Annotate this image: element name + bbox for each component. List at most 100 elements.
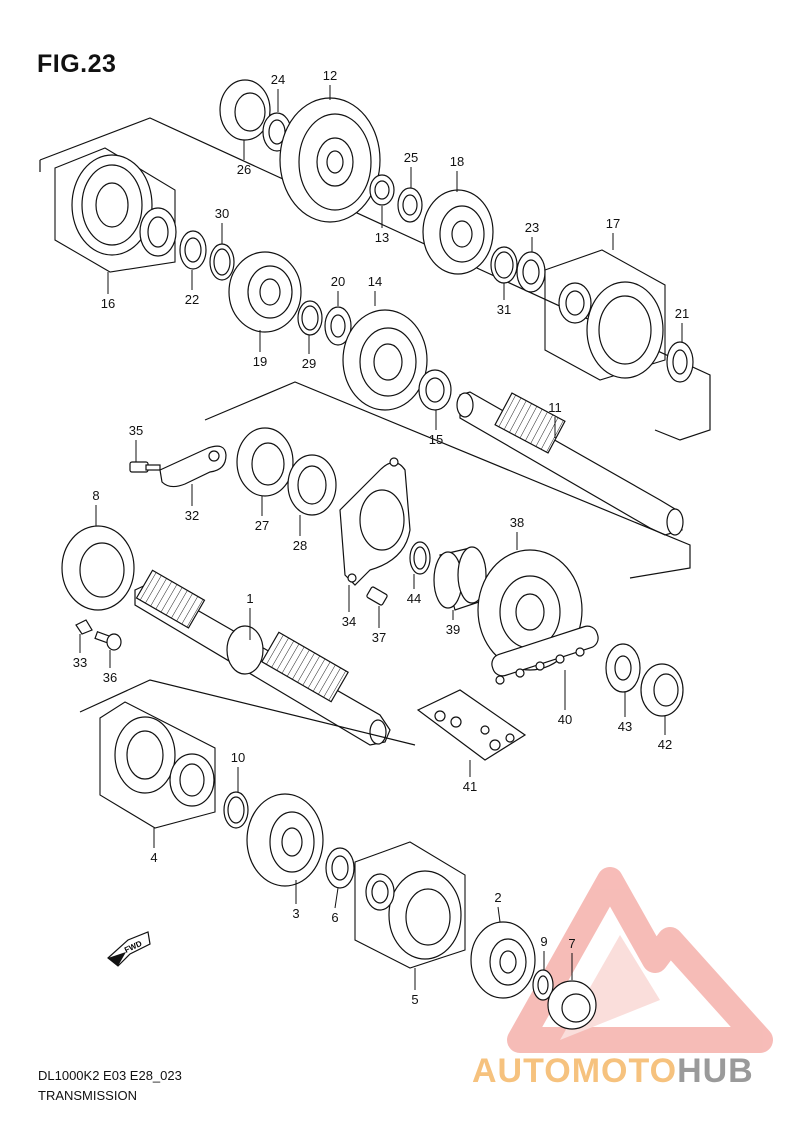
callout-31: 31 <box>497 302 511 317</box>
callout-39: 39 <box>446 622 460 637</box>
oring-44 <box>409 541 431 575</box>
washer-33 <box>75 619 93 635</box>
callout-33: 33 <box>73 655 87 670</box>
gear-4 <box>114 716 215 807</box>
bolt-35 <box>129 461 161 473</box>
callout-10: 10 <box>231 750 245 765</box>
callout-19: 19 <box>253 354 267 369</box>
watermark-text-part2: HUB <box>677 1052 754 1090</box>
callout-4: 4 <box>150 850 157 865</box>
callout-37: 37 <box>372 630 386 645</box>
callout-30: 30 <box>215 206 229 221</box>
gear-16 <box>71 154 177 257</box>
callout-40: 40 <box>558 712 572 727</box>
callout-38: 38 <box>510 515 524 530</box>
leader-line-2 <box>497 906 501 923</box>
figure-title: FIG.23 <box>37 50 117 78</box>
circlip-29 <box>297 300 352 346</box>
subgroup-4 <box>99 701 216 829</box>
subgroup-5 <box>354 841 466 969</box>
group-outline-middle <box>204 381 691 579</box>
driveshaft-1 <box>134 569 391 746</box>
circlip-10 <box>223 791 249 829</box>
washer-43 <box>605 643 641 693</box>
section-name: TRANSMISSION <box>38 1088 137 1103</box>
leader-line-6 <box>334 887 339 909</box>
callout-numbers: 1234567891011121314151617181920212223242… <box>73 68 689 1007</box>
gear-2 <box>470 921 536 999</box>
spacer-39 <box>433 546 487 611</box>
callout-16: 16 <box>101 296 115 311</box>
plate-32 <box>159 445 227 488</box>
gear-5 <box>365 870 462 960</box>
bracket-34 <box>339 457 411 586</box>
callout-23: 23 <box>525 220 539 235</box>
washer-9 <box>532 969 554 1001</box>
bush-15 <box>418 369 452 411</box>
chain-40 <box>491 625 599 685</box>
gear-17 <box>558 281 664 379</box>
chain-joint-41 <box>416 689 527 761</box>
callout-3: 3 <box>292 906 299 921</box>
callout-29: 29 <box>302 356 316 371</box>
callout-20: 20 <box>331 274 345 289</box>
bearing-26 <box>219 79 292 152</box>
callout-35: 35 <box>129 423 143 438</box>
nut-42 <box>640 663 684 717</box>
washer-21 <box>666 341 694 383</box>
screw-36 <box>94 631 122 651</box>
bearing-27 <box>236 427 337 516</box>
callout-7: 7 <box>568 936 575 951</box>
circlip-31 <box>490 246 546 293</box>
callout-41: 41 <box>463 779 477 794</box>
callout-25: 25 <box>404 150 418 165</box>
callout-1: 1 <box>246 591 253 606</box>
callout-11: 11 <box>548 400 562 415</box>
callout-6: 6 <box>331 910 338 925</box>
callout-24: 24 <box>271 72 285 87</box>
bolt-37 <box>366 586 388 606</box>
washer-6 <box>325 847 355 889</box>
callout-42: 42 <box>658 737 672 752</box>
model-code: DL1000K2 E03 E28_023 <box>38 1068 182 1083</box>
callout-21: 21 <box>675 306 689 321</box>
callout-43: 43 <box>618 719 632 734</box>
callout-44: 44 <box>407 591 421 606</box>
group-outline-lower <box>79 679 416 746</box>
callout-14: 14 <box>368 274 382 289</box>
callout-17: 17 <box>606 216 620 231</box>
callout-28: 28 <box>293 538 307 553</box>
gear-18 <box>422 189 494 275</box>
callout-26: 26 <box>237 162 251 177</box>
gear-12 <box>279 97 381 223</box>
callout-15: 15 <box>429 432 443 447</box>
callout-9: 9 <box>540 934 547 949</box>
subgroup-16 <box>54 147 176 273</box>
group-outline-upper <box>39 117 711 441</box>
gear-19 <box>228 251 302 333</box>
bearing-7 <box>547 980 597 1030</box>
washer-22 <box>179 230 235 281</box>
callout-12: 12 <box>323 68 337 83</box>
fwd-arrow-icon <box>107 931 151 967</box>
callout-18: 18 <box>450 154 464 169</box>
bush-13 <box>369 174 423 223</box>
countershaft-11 <box>456 391 684 536</box>
leader-lines <box>79 85 683 990</box>
callout-27: 27 <box>255 518 269 533</box>
callout-2: 2 <box>494 890 501 905</box>
gear-3 <box>246 793 324 887</box>
callout-32: 32 <box>185 508 199 523</box>
watermark-text-part1: AUTOMOTO <box>472 1052 678 1090</box>
callout-36: 36 <box>103 670 117 685</box>
callout-13: 13 <box>375 230 389 245</box>
gear-14 <box>342 309 428 411</box>
callout-22: 22 <box>185 292 199 307</box>
subgroup-17 <box>544 249 666 381</box>
watermark-text: AUTOMOTOHUB <box>472 1052 754 1091</box>
bearing-8 <box>61 525 135 611</box>
callout-5: 5 <box>411 992 418 1007</box>
callout-8: 8 <box>92 488 99 503</box>
